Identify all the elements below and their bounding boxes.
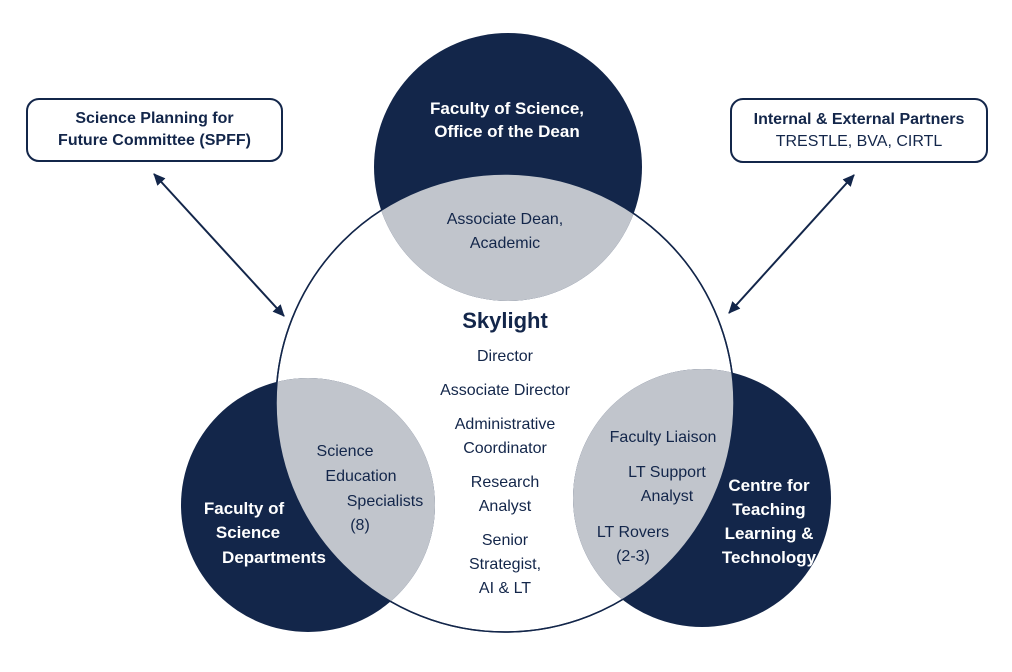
skylight-role-administrative-coordinator: Administrative Coordinator — [454, 416, 556, 457]
skylight-role-senior-strategist: Senior Strategist, AI & LT — [468, 532, 542, 597]
ctlt-overlap-lt-support-analyst: LT Support Analyst — [628, 464, 706, 505]
departments-label-line-1: Faculty of — [203, 499, 285, 518]
departments-overlap-lens — [276, 378, 435, 632]
spff-connector-arrow — [153, 173, 285, 317]
partners-connector-arrow — [728, 174, 855, 314]
dean-overlap-lens — [374, 174, 642, 301]
partners-callout-title: Internal & External Partners — [753, 110, 965, 128]
dean-overlap-label: Associate Dean, Academic — [446, 211, 564, 252]
spff-callout-label: Science Planning for Future Committee (S… — [58, 110, 251, 149]
departments-label-line-2: Science — [215, 523, 281, 542]
departments-overlap-line-3: Specialists — [346, 493, 424, 510]
spff-callout-box: Science Planning for Future Committee (S… — [26, 98, 283, 162]
partners-callout-box: Internal & External Partners TRESTLE, BV… — [730, 98, 988, 163]
departments-label-line-3: Departments — [222, 548, 326, 567]
ctlt-circle-label: Centre for Teaching Learning & Technolog… — [721, 476, 817, 567]
ctlt-overlap-lens — [573, 369, 734, 627]
skylight-role-director: Director — [476, 348, 534, 365]
departments-overlap-line-1: Science — [316, 443, 374, 460]
skylight-circle-outline — [275, 173, 735, 633]
dean-circle-label: Faculty of Science, Office of the Dean — [430, 99, 584, 141]
departments-overlap-line-4: (8) — [350, 517, 370, 534]
skylight-role-associate-director: Associate Director — [440, 382, 570, 399]
ctlt-overlap-lt-rovers: LT Rovers (2-3) — [596, 524, 670, 565]
skylight-role-research-analyst: Research Analyst — [470, 474, 540, 515]
skylight-center-block: Skylight Director Associate Director Adm… — [440, 307, 570, 601]
partners-callout-members: TRESTLE, BVA, CIRTL — [775, 132, 943, 150]
ctlt-overlap-faculty-liaison: Faculty Liaison — [609, 429, 717, 446]
skylight-title: Skylight — [462, 308, 548, 333]
departments-overlap-line-2: Education — [325, 468, 397, 485]
